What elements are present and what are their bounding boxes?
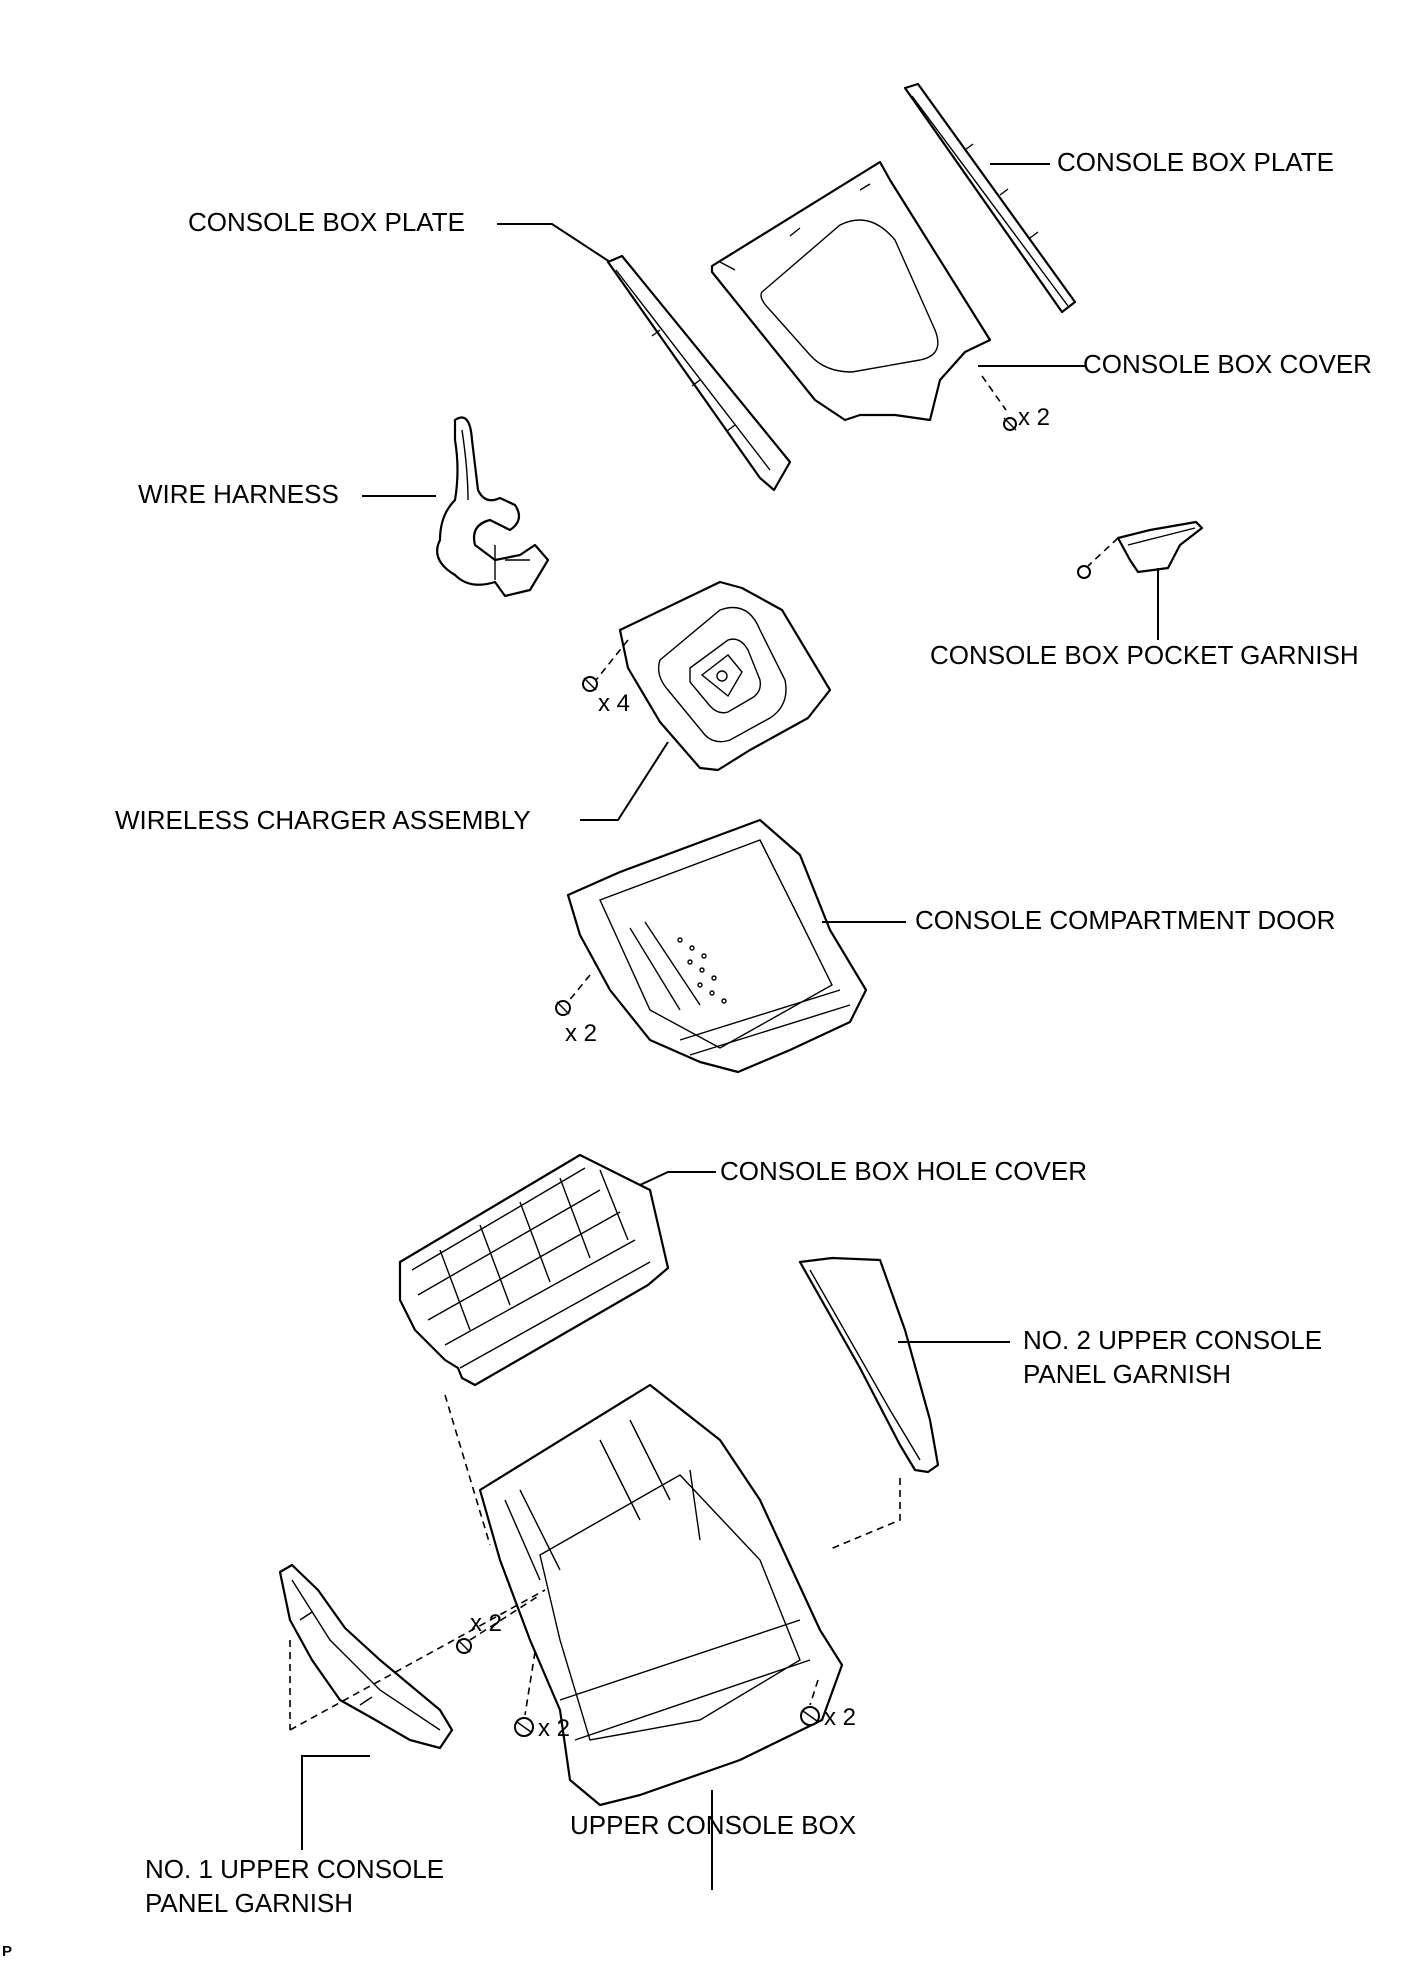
label-no1-line1: NO. 1 UPPER CONSOLE [145, 1854, 445, 1884]
console-box-plate-right-part [903, 82, 1077, 314]
label-no1-upper-console-panel-garnish: NO. 1 UPPER CONSOLE PANEL GARNISH [145, 1852, 444, 1920]
door-screw-icon [555, 1000, 571, 1016]
leader-console-box-plate-left [497, 223, 611, 263]
leader-no1-upper-console-panel-garnish [301, 1755, 370, 1850]
upper-console-box-part [478, 1383, 844, 1807]
label-console-compartment-door: CONSOLE COMPARTMENT DOOR [915, 905, 1336, 935]
label-upper-console-box: UPPER CONSOLE BOX [570, 1810, 857, 1840]
qty-charger-screws: x 4 [598, 690, 630, 717]
label-console-box-plate-left: CONSOLE BOX PLATE [188, 207, 465, 237]
console-box-hole-cover-part [398, 1153, 670, 1387]
no1-upper-console-panel-garnish-part [278, 1563, 454, 1750]
qty-box-side-screws: x 2 [470, 1610, 502, 1637]
corner-mark: P [2, 1943, 13, 1960]
label-console-box-hole-cover: CONSOLE BOX HOLE COVER [720, 1156, 1087, 1186]
cover-screw-icon [1003, 417, 1017, 431]
console-box-cover-part [710, 160, 992, 422]
box-bottom-right-screw-icon [800, 1706, 820, 1726]
label-no2-upper-console-panel-garnish: NO. 2 UPPER CONSOLE PANEL GARNISH [1023, 1323, 1322, 1391]
label-console-box-cover: CONSOLE BOX COVER [1083, 349, 1372, 379]
no2-upper-console-panel-garnish-part [798, 1256, 940, 1474]
label-console-box-pocket-garnish: CONSOLE BOX POCKET GARNISH [930, 640, 1359, 670]
wire-harness-part [436, 416, 550, 598]
label-console-box-plate-right: CONSOLE BOX PLATE [1057, 147, 1334, 177]
label-wire-harness: WIRE HARNESS [138, 479, 339, 509]
qty-box-bottom-right-screws: x 2 [824, 1704, 856, 1731]
leader-console-box-hole-cover [639, 1171, 716, 1186]
wireless-charger-assembly-part [618, 580, 832, 772]
box-bottom-left-screw-icon [514, 1717, 534, 1737]
leader-wireless-charger-assembly [580, 741, 669, 821]
label-no2-line2: PANEL GARNISH [1023, 1359, 1232, 1389]
console-box-plate-left-part [606, 254, 792, 492]
console-compartment-door-part [566, 818, 868, 1074]
charger-screw-icon [582, 676, 598, 692]
label-no1-line2: PANEL GARNISH [145, 1888, 354, 1918]
qty-cover-screws: x 2 [1018, 404, 1050, 431]
pocket-garnish-screw-icon [1077, 565, 1091, 579]
qty-door-screws: x 2 [565, 1020, 597, 1047]
console-box-pocket-garnish-part [1116, 520, 1204, 574]
label-no2-line1: NO. 2 UPPER CONSOLE [1023, 1325, 1323, 1355]
label-wireless-charger-assembly: WIRELESS CHARGER ASSEMBLY [115, 805, 531, 835]
box-side-screw-icon [456, 1638, 472, 1654]
qty-box-bottom-left-screws: x 2 [538, 1715, 570, 1742]
door-grip-dots [677, 937, 727, 1004]
